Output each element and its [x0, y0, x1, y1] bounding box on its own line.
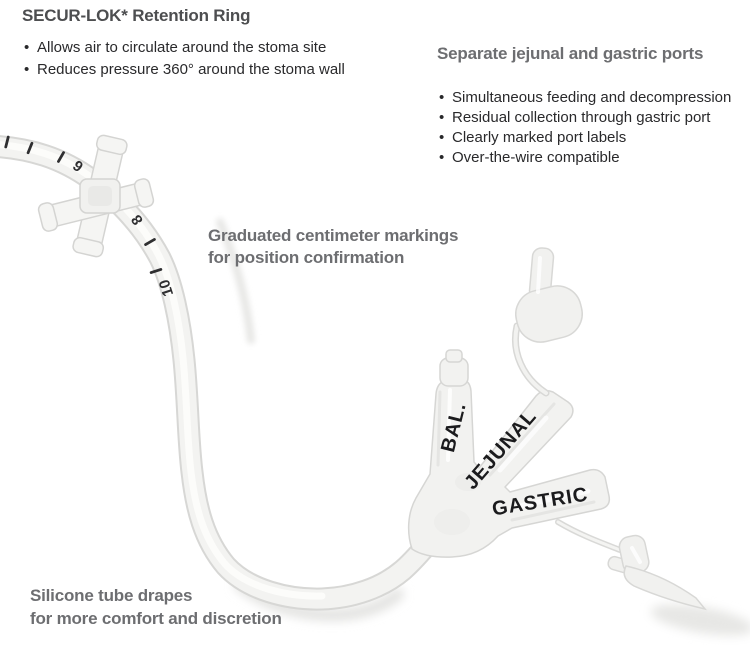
drape-line-1: Silicone tube drapes	[30, 586, 193, 605]
bullet-item: Allows air to circulate around the stoma…	[24, 37, 392, 59]
gastric-cap-assembly	[555, 519, 707, 611]
markings-line-2: for position confirmation	[208, 248, 405, 267]
bullet-item: Clearly marked port labels	[439, 128, 747, 148]
bullet-item: Simultaneous feeding and decompression	[439, 88, 747, 108]
markings-line-1: Graduated centimeter markings	[208, 226, 459, 245]
retention-ring-bullets: Allows air to circulate around the stoma…	[24, 37, 392, 81]
bullet-item: Residual collection through gastric port	[439, 108, 747, 128]
separate-ports-bullets: Simultaneous feeding and decompression R…	[439, 88, 747, 168]
port-hub: BAL. JEJUNAL GASTRIC	[407, 349, 611, 558]
separate-ports-title: Separate jejunal and gastric ports	[437, 44, 704, 63]
feature-retention-ring: SECUR-LOK* Retention Ring Allows air to …	[22, 6, 392, 81]
bullet-item: Reduces pressure 360° around the stoma w…	[24, 59, 392, 81]
balloon-valve-cap	[439, 349, 469, 387]
hub-shading	[434, 388, 596, 535]
retention-ring-title: SECUR-LOK* Retention Ring	[22, 6, 251, 25]
feature-silicone-drape: Silicone tube drapes for more comfort an…	[30, 584, 282, 630]
retention-ring	[37, 134, 155, 258]
feature-centimeter-markings: Graduated centimeter markings for positi…	[208, 225, 458, 269]
cm-mark-10: 10	[156, 277, 177, 298]
feature-separate-ports: Separate jejunal and gastric ports Simul…	[437, 44, 747, 168]
jejunal-cap-assembly	[512, 247, 583, 397]
cast-shadows	[216, 218, 750, 636]
bullet-item: Over-the-wire compatible	[439, 148, 747, 168]
drape-line-2: for more comfort and discretion	[30, 609, 282, 628]
